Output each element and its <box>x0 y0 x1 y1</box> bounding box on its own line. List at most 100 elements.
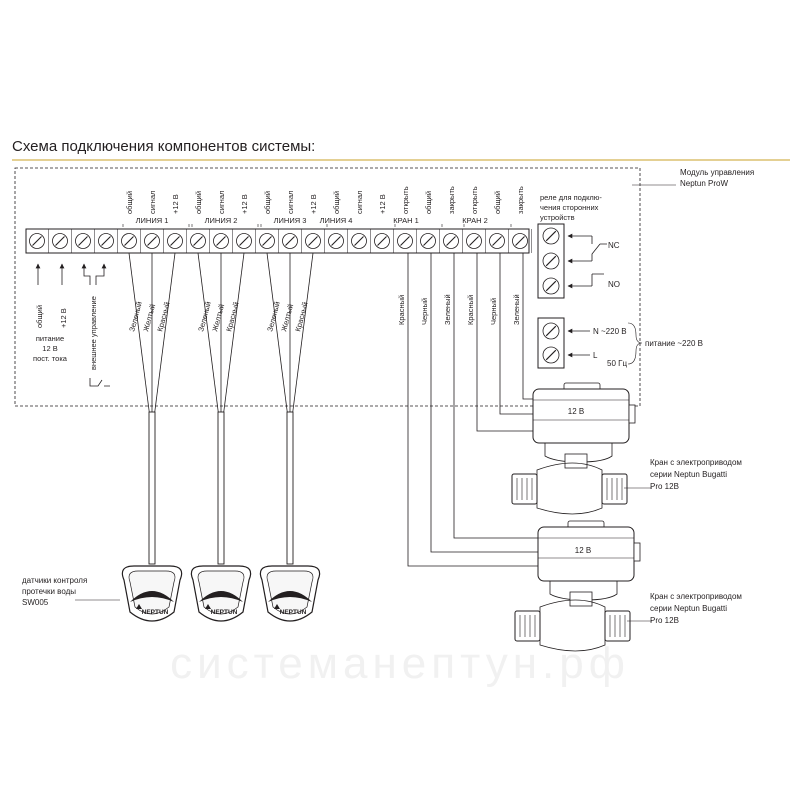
watermark: системанептун.рф <box>170 639 630 688</box>
valve1-wire-green: Зеленый <box>443 294 452 325</box>
actuator-side <box>633 542 641 562</box>
terminal-label: общий <box>263 191 272 214</box>
valve-lower-label-2: серии Neptun Bugatti <box>650 604 727 613</box>
valve-lower-label-3: Pro 12В <box>650 616 679 625</box>
sensor-wire <box>266 252 288 413</box>
valve-right-nut <box>601 473 628 505</box>
sensor-brand: NEPTUN <box>142 609 169 616</box>
valve1-wire-black: Черный <box>420 298 429 325</box>
wire-v1-close <box>453 253 538 539</box>
sensor-brand: NEPTUN <box>211 609 238 616</box>
terminal-label: закрыть <box>516 186 525 214</box>
terminal-screw <box>75 233 91 249</box>
valve-thread <box>516 478 623 500</box>
group-label-valve1: КРАН 1 <box>393 216 419 225</box>
terminal-screw <box>374 233 390 249</box>
terminal-label: сигнал <box>355 191 364 214</box>
valve2-wire-green: Зеленый <box>512 294 521 325</box>
wire-v1-open <box>407 253 538 567</box>
power-screw <box>542 346 560 364</box>
terminal-label: +12 В <box>240 194 249 214</box>
sensor-cable <box>286 411 294 565</box>
sensor-cable <box>148 411 156 565</box>
terminal-label: +12 В <box>309 194 318 214</box>
power12-label-1: питание <box>36 334 64 343</box>
terminal-screw <box>397 233 413 249</box>
group-label-line2: ЛИНИЯ 2 <box>205 216 238 225</box>
valve-lower: 12 В Кран с электроприводом серии Neptun… <box>514 520 742 652</box>
relay-nc-label: NC <box>608 241 620 250</box>
sensor-wire <box>154 252 176 413</box>
valve-lower-label-1: Кран с электроприводом <box>650 592 742 601</box>
valve-upper-label-1: Кран с электроприводом <box>650 458 742 467</box>
group-bracket <box>122 224 190 227</box>
terminal-label: общий <box>194 191 203 214</box>
valve-upper-label-3: Pro 12В <box>650 482 679 491</box>
relay-screw <box>542 277 560 295</box>
group-labels: ЛИНИЯ 1 ЛИНИЯ 2 ЛИНИЯ 3 ЛИНИЯ 4 КРАН 1 К… <box>122 216 512 227</box>
terminal-screw <box>52 233 68 249</box>
terminal-label: сигнал <box>148 191 157 214</box>
sensors: NEPTUN NEPTUN NEPTUN <box>121 565 321 622</box>
leak-sensor: NEPTUN <box>259 565 321 622</box>
wire-v2-common <box>499 253 533 415</box>
valve-right-nut <box>604 610 631 642</box>
sensor-wire-color: Красный <box>224 301 241 332</box>
terminal-label: общий <box>332 191 341 214</box>
terminal-label: сигнал <box>217 191 226 214</box>
power-hz-label: 50 Гц <box>607 359 627 368</box>
power-220-block: N ~220 В L 50 Гц питание ~220 В <box>537 317 703 369</box>
sensor-brand: NEPTUN <box>280 609 307 616</box>
terminal-screw <box>98 233 114 249</box>
terminal-screw <box>305 233 321 249</box>
controller-boundary <box>14 167 641 407</box>
group-bracket <box>191 224 259 227</box>
sensor-wire <box>197 252 219 413</box>
arrow-ext2 <box>95 263 107 285</box>
relay-contact-symbol <box>591 236 607 286</box>
terminal-screw <box>351 233 367 249</box>
sensor-label-3: SW005 <box>22 598 49 607</box>
terminal-label: открыть <box>401 186 410 214</box>
relay-screw <box>542 227 560 245</box>
group-bracket <box>394 224 512 227</box>
valve-upper: 12 В Кран с электроприводом серии Neptun… <box>511 382 742 515</box>
terminal-label: общий <box>424 191 433 214</box>
terminal-screw <box>144 233 160 249</box>
relay-no-label: NO <box>608 280 620 289</box>
sensor-cable <box>217 411 225 565</box>
actuator-side <box>628 404 636 424</box>
terminal-screw <box>443 233 459 249</box>
valve-stem <box>569 591 593 607</box>
sensor-label-2: протечки воды <box>22 587 76 596</box>
external-switch-symbol <box>89 378 110 387</box>
group-label-line1: ЛИНИЯ 1 <box>136 216 169 225</box>
actuator-body <box>532 388 630 444</box>
power-220-label: питание ~220 В <box>645 339 703 348</box>
terminal-screw <box>213 233 229 249</box>
terminal-screw <box>236 233 252 249</box>
relay-block: реле для подклю- чения сторонних устройс… <box>537 193 620 299</box>
terminal-screw <box>167 233 183 249</box>
relay-label-3: устройств <box>540 213 575 222</box>
group-label-line4: ЛИНИЯ 4 <box>320 216 353 225</box>
sensor-wire-color: Красный <box>155 301 172 332</box>
sensor-label-1: датчики контроля <box>22 576 87 585</box>
actuator-voltage: 12 В <box>575 546 591 555</box>
power-l-label: L <box>593 351 598 360</box>
terminal-screw <box>29 233 45 249</box>
page-title: Схема подключения компонентов системы: <box>12 138 315 155</box>
power-n-label: N ~220 В <box>593 327 627 336</box>
leak-sensor: NEPTUN <box>190 565 252 622</box>
power-screw <box>542 322 560 340</box>
valve-body <box>539 599 606 652</box>
terminal-screw <box>259 233 275 249</box>
relay-label-2: чения сторонних <box>540 203 599 212</box>
valve2-wire-red: Красный <box>466 295 475 325</box>
terminal-label: сигнал <box>286 191 295 214</box>
controller-label-line2: Neptun ProW <box>680 179 728 188</box>
wire-v2-close <box>522 253 533 400</box>
wire-v2-open <box>476 253 533 432</box>
